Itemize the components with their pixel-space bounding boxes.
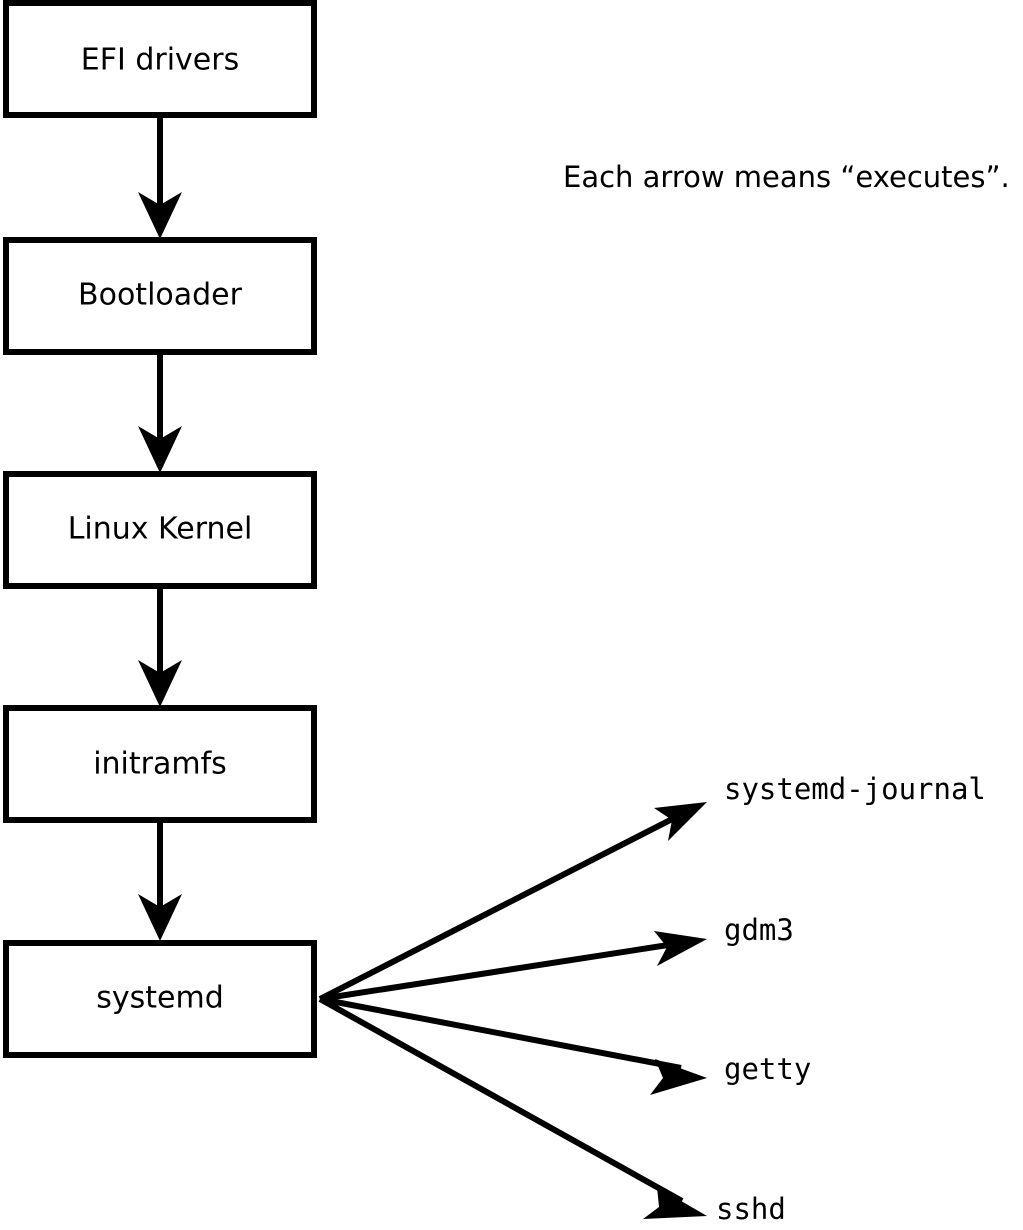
- arrow-shaft: [319, 940, 682, 1002]
- arrow-head: [138, 426, 182, 473]
- arrow-linux-kernel-to-initramfs: [138, 586, 182, 707]
- boot-stage-bootloader[interactable]: Bootloader: [3, 237, 317, 355]
- boot-stage-boxes: EFI drivers Bootloader Linux Kernel init…: [3, 0, 317, 1058]
- box-outline-systemd: [3, 940, 317, 1058]
- arrow-initramfs-to-systemd: [138, 820, 182, 941]
- diagram-caption: Each arrow means “executes”.: [563, 160, 1010, 194]
- boot-stage-systemd[interactable]: systemd: [3, 940, 317, 1058]
- boot-stage-initramfs[interactable]: initramfs: [3, 705, 317, 823]
- service-labels: systemd-journal gdm3 getty sshd: [716, 772, 986, 1226]
- arrow-shaft: [318, 996, 684, 1204]
- arrow-systemd-to-sshd: [318, 996, 707, 1219]
- box-label-bootloader: Bootloader: [78, 278, 243, 313]
- arrow-systemd-to-gdm3: [319, 931, 707, 1002]
- arrow-head: [654, 931, 707, 966]
- arrow-head: [138, 192, 182, 239]
- service-label-gdm3: gdm3: [724, 913, 794, 947]
- arrow-head: [643, 1187, 707, 1219]
- arrow-systemd-to-systemd-journal: [318, 802, 707, 1002]
- arrow-systemd-to-getty: [319, 996, 707, 1095]
- boot-stage-linux-kernel[interactable]: Linux Kernel: [3, 471, 317, 589]
- arrow-shaft: [319, 996, 682, 1071]
- box-outline-linux-kernel: [3, 471, 317, 589]
- boot-stage-efi-drivers[interactable]: EFI drivers: [3, 0, 317, 118]
- arrow-head: [138, 894, 182, 941]
- box-outline-bootloader: [3, 237, 317, 355]
- arrow-efi-drivers-to-bootloader: [138, 118, 182, 239]
- arrow-bootloader-to-linux-kernel: [138, 352, 182, 473]
- service-fan-arrows: [318, 802, 707, 1219]
- service-label-getty: getty: [724, 1052, 811, 1086]
- box-label-systemd: systemd: [96, 981, 224, 1016]
- box-label-efi-drivers: EFI drivers: [81, 43, 239, 78]
- arrow-head: [650, 1059, 707, 1095]
- arrow-head: [654, 802, 707, 841]
- service-label-systemd-journal: systemd-journal: [724, 772, 986, 806]
- box-label-initramfs: initramfs: [93, 747, 227, 782]
- box-label-linux-kernel: Linux Kernel: [68, 512, 253, 547]
- service-label-sshd: sshd: [716, 1192, 786, 1226]
- stage-arrows: [138, 118, 182, 941]
- arrow-head: [138, 660, 182, 707]
- arrow-shaft: [318, 810, 686, 1002]
- box-outline-efi-drivers: [3, 0, 317, 118]
